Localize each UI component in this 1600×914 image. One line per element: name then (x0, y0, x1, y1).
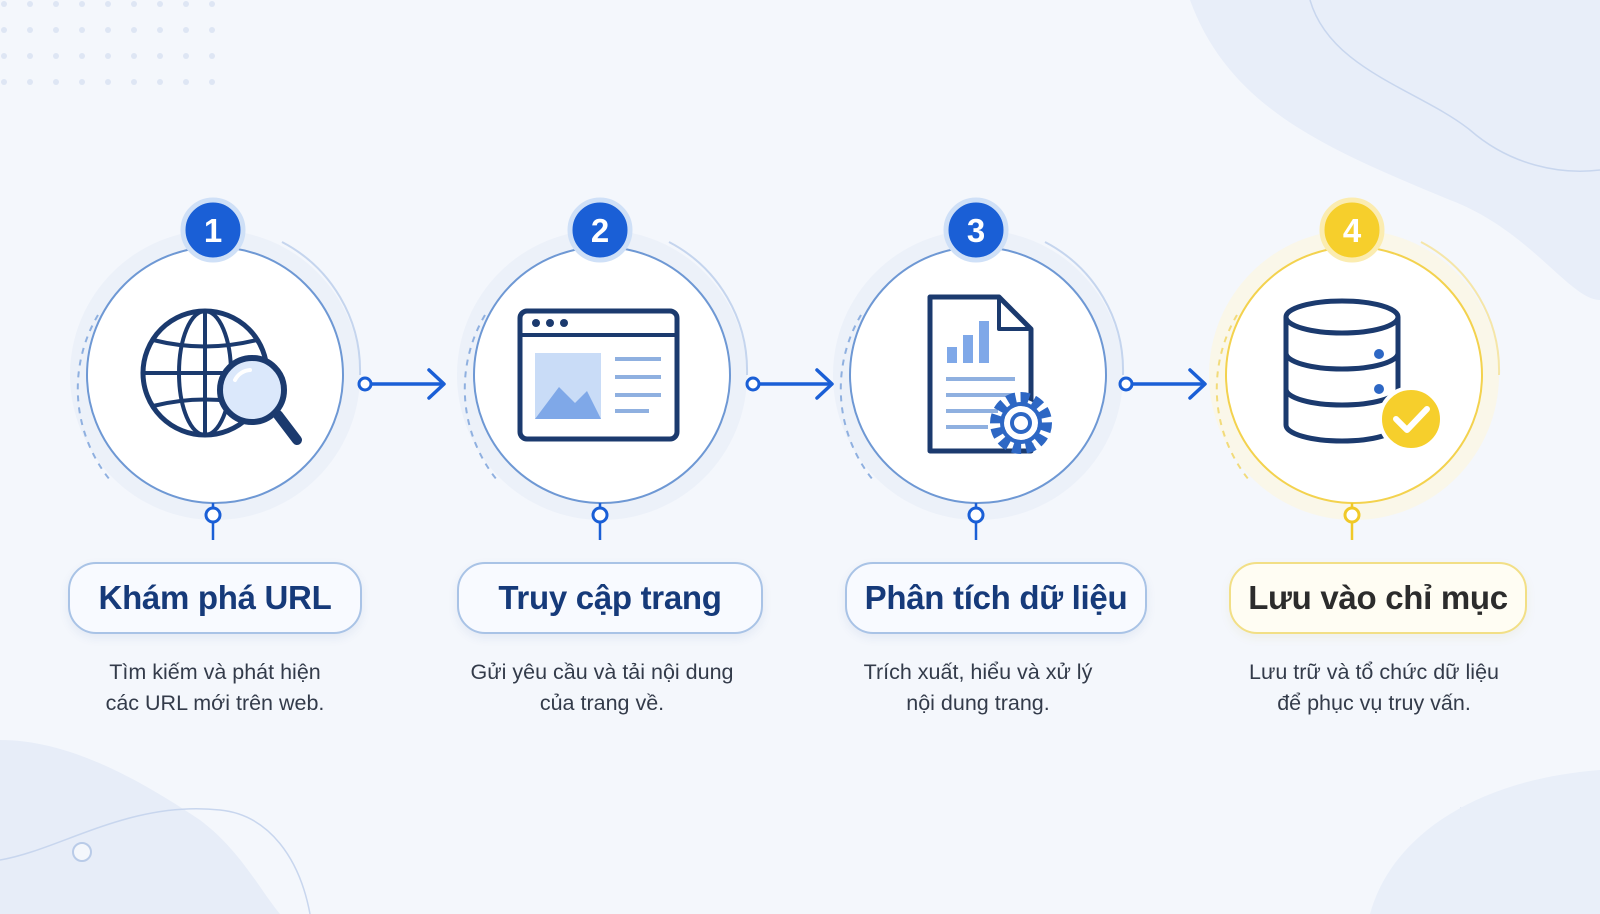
step-2-visual: 2 (457, 197, 749, 540)
step-4-visual: 4 (1209, 197, 1501, 540)
browser-window-icon (517, 308, 680, 442)
document-chart-gear-icon (927, 294, 1052, 454)
step-title: Lưu vào chỉ mục (1229, 562, 1527, 634)
step-number-badge: 3 (967, 212, 985, 249)
step-number-badge: 2 (591, 212, 609, 249)
step-title: Khám phá URL (68, 562, 362, 634)
step-description: Tìm kiếm và phát hiện các URL mới trên w… (105, 660, 325, 715)
step-description: Lưu trữ và tổ chức dữ liệu để phục vụ tr… (1249, 660, 1499, 715)
arrow-right-icon (357, 368, 446, 400)
arrow-right-icon (1118, 368, 1207, 400)
step-3-visual: 3 (833, 197, 1125, 540)
step-title: Phân tích dữ liệu (845, 562, 1147, 634)
step-description: Gửi yêu cầu và tải nội dung của trang về… (470, 660, 734, 715)
globe-search-icon (140, 308, 302, 445)
step-1-visual: 1 (70, 197, 362, 540)
step-number-badge: 1 (204, 212, 222, 249)
arrow-right-icon (745, 368, 834, 400)
step-description: Trích xuất, hiểu và xử lý nội dung trang… (863, 660, 1093, 715)
step-title: Truy cập trang (457, 562, 763, 634)
database-check-icon (1283, 298, 1444, 452)
step-number-badge: 4 (1343, 212, 1362, 249)
